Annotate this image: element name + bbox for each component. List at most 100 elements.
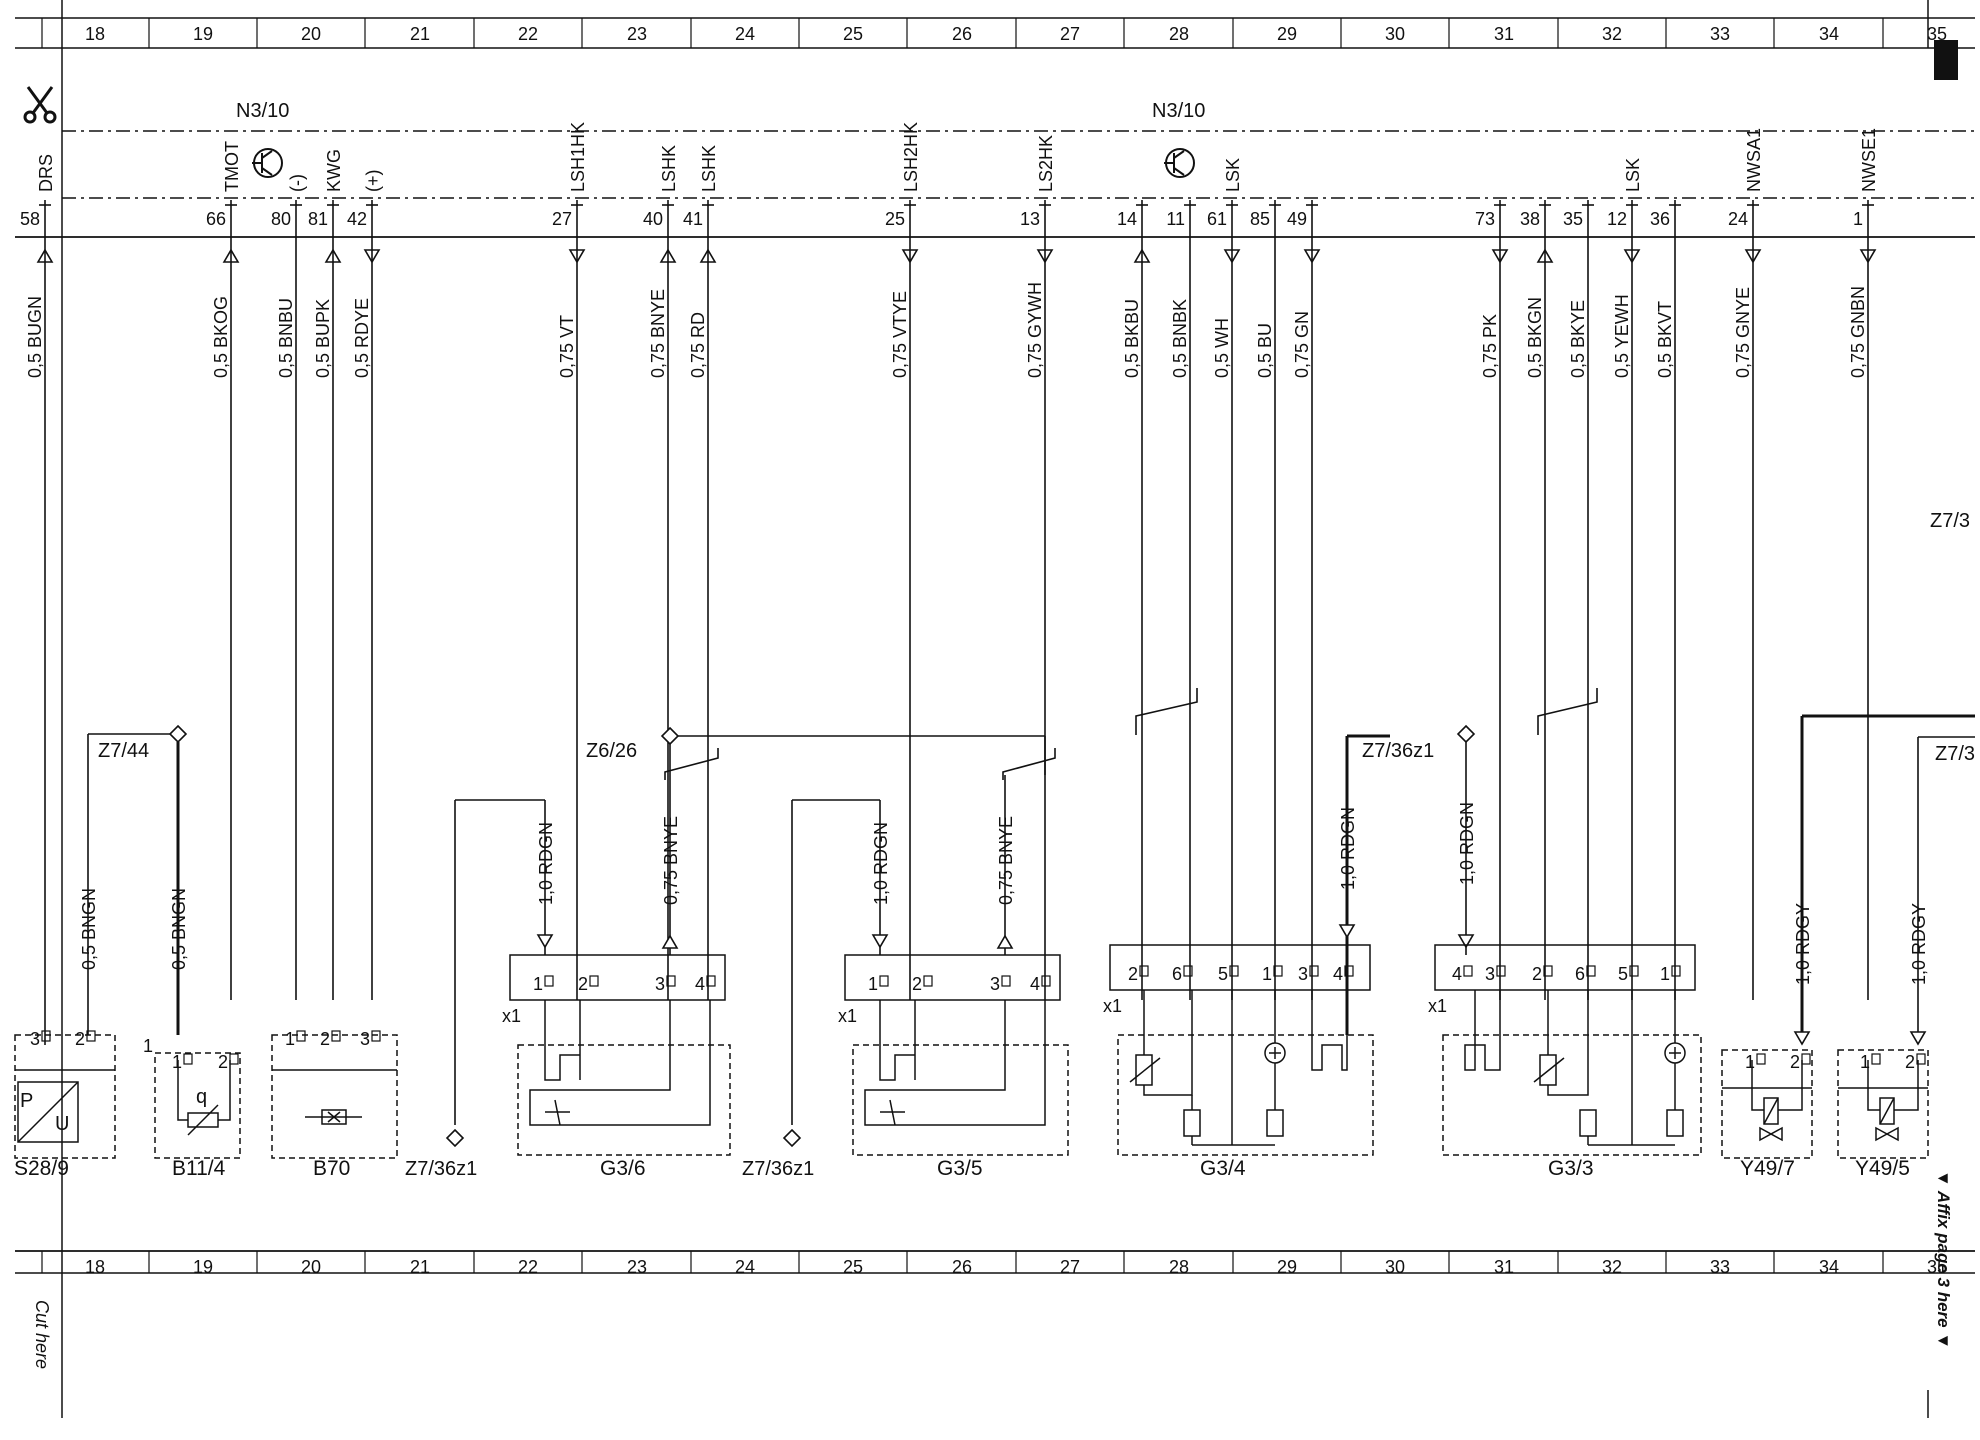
pin-terminal [1139,965,1149,977]
connector-pin-number: 49 [1287,209,1307,229]
signal-plus: 42(+)0,5 RDYE [347,170,383,1000]
signal-arrow-down [1303,249,1321,264]
signal-name: KWG [324,149,344,192]
component-label-b11-4: B11/4 [172,1157,226,1180]
connector-pin-number: 35 [1563,209,1583,229]
pin-terminal [86,1030,96,1042]
pin-terminal [1041,975,1051,987]
pin-terminal [1309,965,1319,977]
component-g3-6 [509,954,731,1156]
pin-terminal [706,975,716,987]
pin-terminal [589,975,599,987]
junction-label-z7-36z1-b: Z7/36z1 [742,1158,814,1180]
wire-label: 1,0 RDGN [1457,802,1477,885]
component-g3-4 [1109,944,1374,1156]
component-pin-number: 1 [1262,964,1272,984]
connector-pin-number: 85 [1250,209,1270,229]
wire-color-label: 0,5 WH [1212,318,1232,378]
wire-color-label: 0,75 GNYE [1733,287,1753,378]
grid-column-number: 34 [1819,1257,1839,1277]
pin-terminal [1344,965,1354,977]
component-pin-number: 2 [912,974,922,994]
signal-arrow-down [1223,249,1241,264]
connector-pin-number: 66 [206,209,226,229]
grid-column-number: 35 [1927,1257,1947,1277]
wire-color-label: 0,75 GN [1292,311,1312,378]
component-pin-number: 4 [1452,964,1462,984]
pin-terminal [923,975,933,987]
component-pin-number: 4 [695,974,705,994]
component-pin-number: 1 [172,1052,182,1072]
grid-column-number: 19 [193,24,213,44]
component-label-g3-6: G3/6 [600,1157,646,1180]
wire-color-label: 0,75 VTYE [890,291,910,378]
pin-terminal [1629,965,1639,977]
pin-terminal [1543,965,1553,977]
signal-name: NWSA1 [1744,128,1764,192]
wire-color-label: 0,5 BNBU [276,298,296,378]
grid-column-number: 29 [1277,24,1297,44]
pin-terminal [41,1030,51,1042]
grid-column-number: 34 [1819,24,1839,44]
wire-color-label: 0,5 BU [1255,323,1275,378]
grid-column-number: 23 [627,1257,647,1277]
lower-wire-labels: 0,5 BNGN 0,5 BNGN 1,0 RDGN 0,75 BNYE 1,0… [79,802,1929,985]
component-pin-number: 2 [1128,964,1138,984]
component-pin-number: 3 [655,974,665,994]
grid-column-number: 24 [735,1257,755,1277]
grid-column-number: 26 [952,24,972,44]
signal-g34p6: 110,5 BNBK [1166,200,1196,1000]
grid-column-number: 27 [1060,24,1080,44]
connector-pin-number: 27 [552,209,572,229]
connector-pin-number: 25 [885,209,905,229]
wire-color-label: 0,5 BKBU [1122,299,1142,378]
component-b11-4 [154,1052,241,1159]
pin-terminal [1671,965,1681,977]
component-pin-number: 1 [1660,964,1670,984]
pin-terminal [296,1030,306,1042]
signal-name: LSK [1223,158,1243,192]
connector-pin-number: 1 [1853,209,1863,229]
component-pin-number: 2 [578,974,588,994]
pin-terminal [1916,1053,1926,1065]
connector-pin-number: 61 [1207,209,1227,229]
grid-column-number: 33 [1710,1257,1730,1277]
component-pin-number: 2 [1532,964,1542,984]
component-y49-5 [1837,1049,1929,1159]
signal-name: DRS [36,154,56,192]
component-pin-number: 5 [1218,964,1228,984]
wire-label: 0,5 BNGN [79,888,99,970]
grid-column-number: 31 [1494,1257,1514,1277]
component-labels: S28/9 B11/4 B70 G3/6 G3/5 G3/4 G3/3 Y49/… [14,1157,1910,1180]
signal-arrow-down [568,249,586,264]
wire-label: 1,0 RDGY [1909,903,1929,985]
connector-pin-number: 42 [347,209,367,229]
grid-column-number: 30 [1385,24,1405,44]
signal-g34p2: 14 0,5 BKBU [1117,200,1151,1000]
wire-color-label: 0,75 RD [688,312,708,378]
pin-terminal [544,975,554,987]
voltage-symbol: U [55,1113,69,1135]
component-pin-number: 1 [1745,1052,1755,1072]
wire-color-label: 0,5 BKOG [211,296,231,378]
grid-column-number: 22 [518,1257,538,1277]
connector-tag: x1 [1428,996,1447,1016]
signal-name: LSK [1623,158,1643,192]
connector-pin-number: 36 [1650,209,1670,229]
pin-terminal [1229,965,1239,977]
grid-column-number: 20 [301,1257,321,1277]
wire-color-label: 0,75 GNBN [1848,286,1868,378]
pin-terminal [1496,965,1506,977]
component-label-b70: B70 [313,1157,350,1180]
signal-arrow-up [222,248,240,263]
component-s28-9 [14,1034,116,1159]
connector-pin-number: 14 [1117,209,1137,229]
component-y49-7 [1721,1049,1813,1159]
connector-pin-number: 58 [20,209,40,229]
component-pin-number: 1 [285,1029,295,1049]
signal-arrow-down [1859,249,1877,264]
